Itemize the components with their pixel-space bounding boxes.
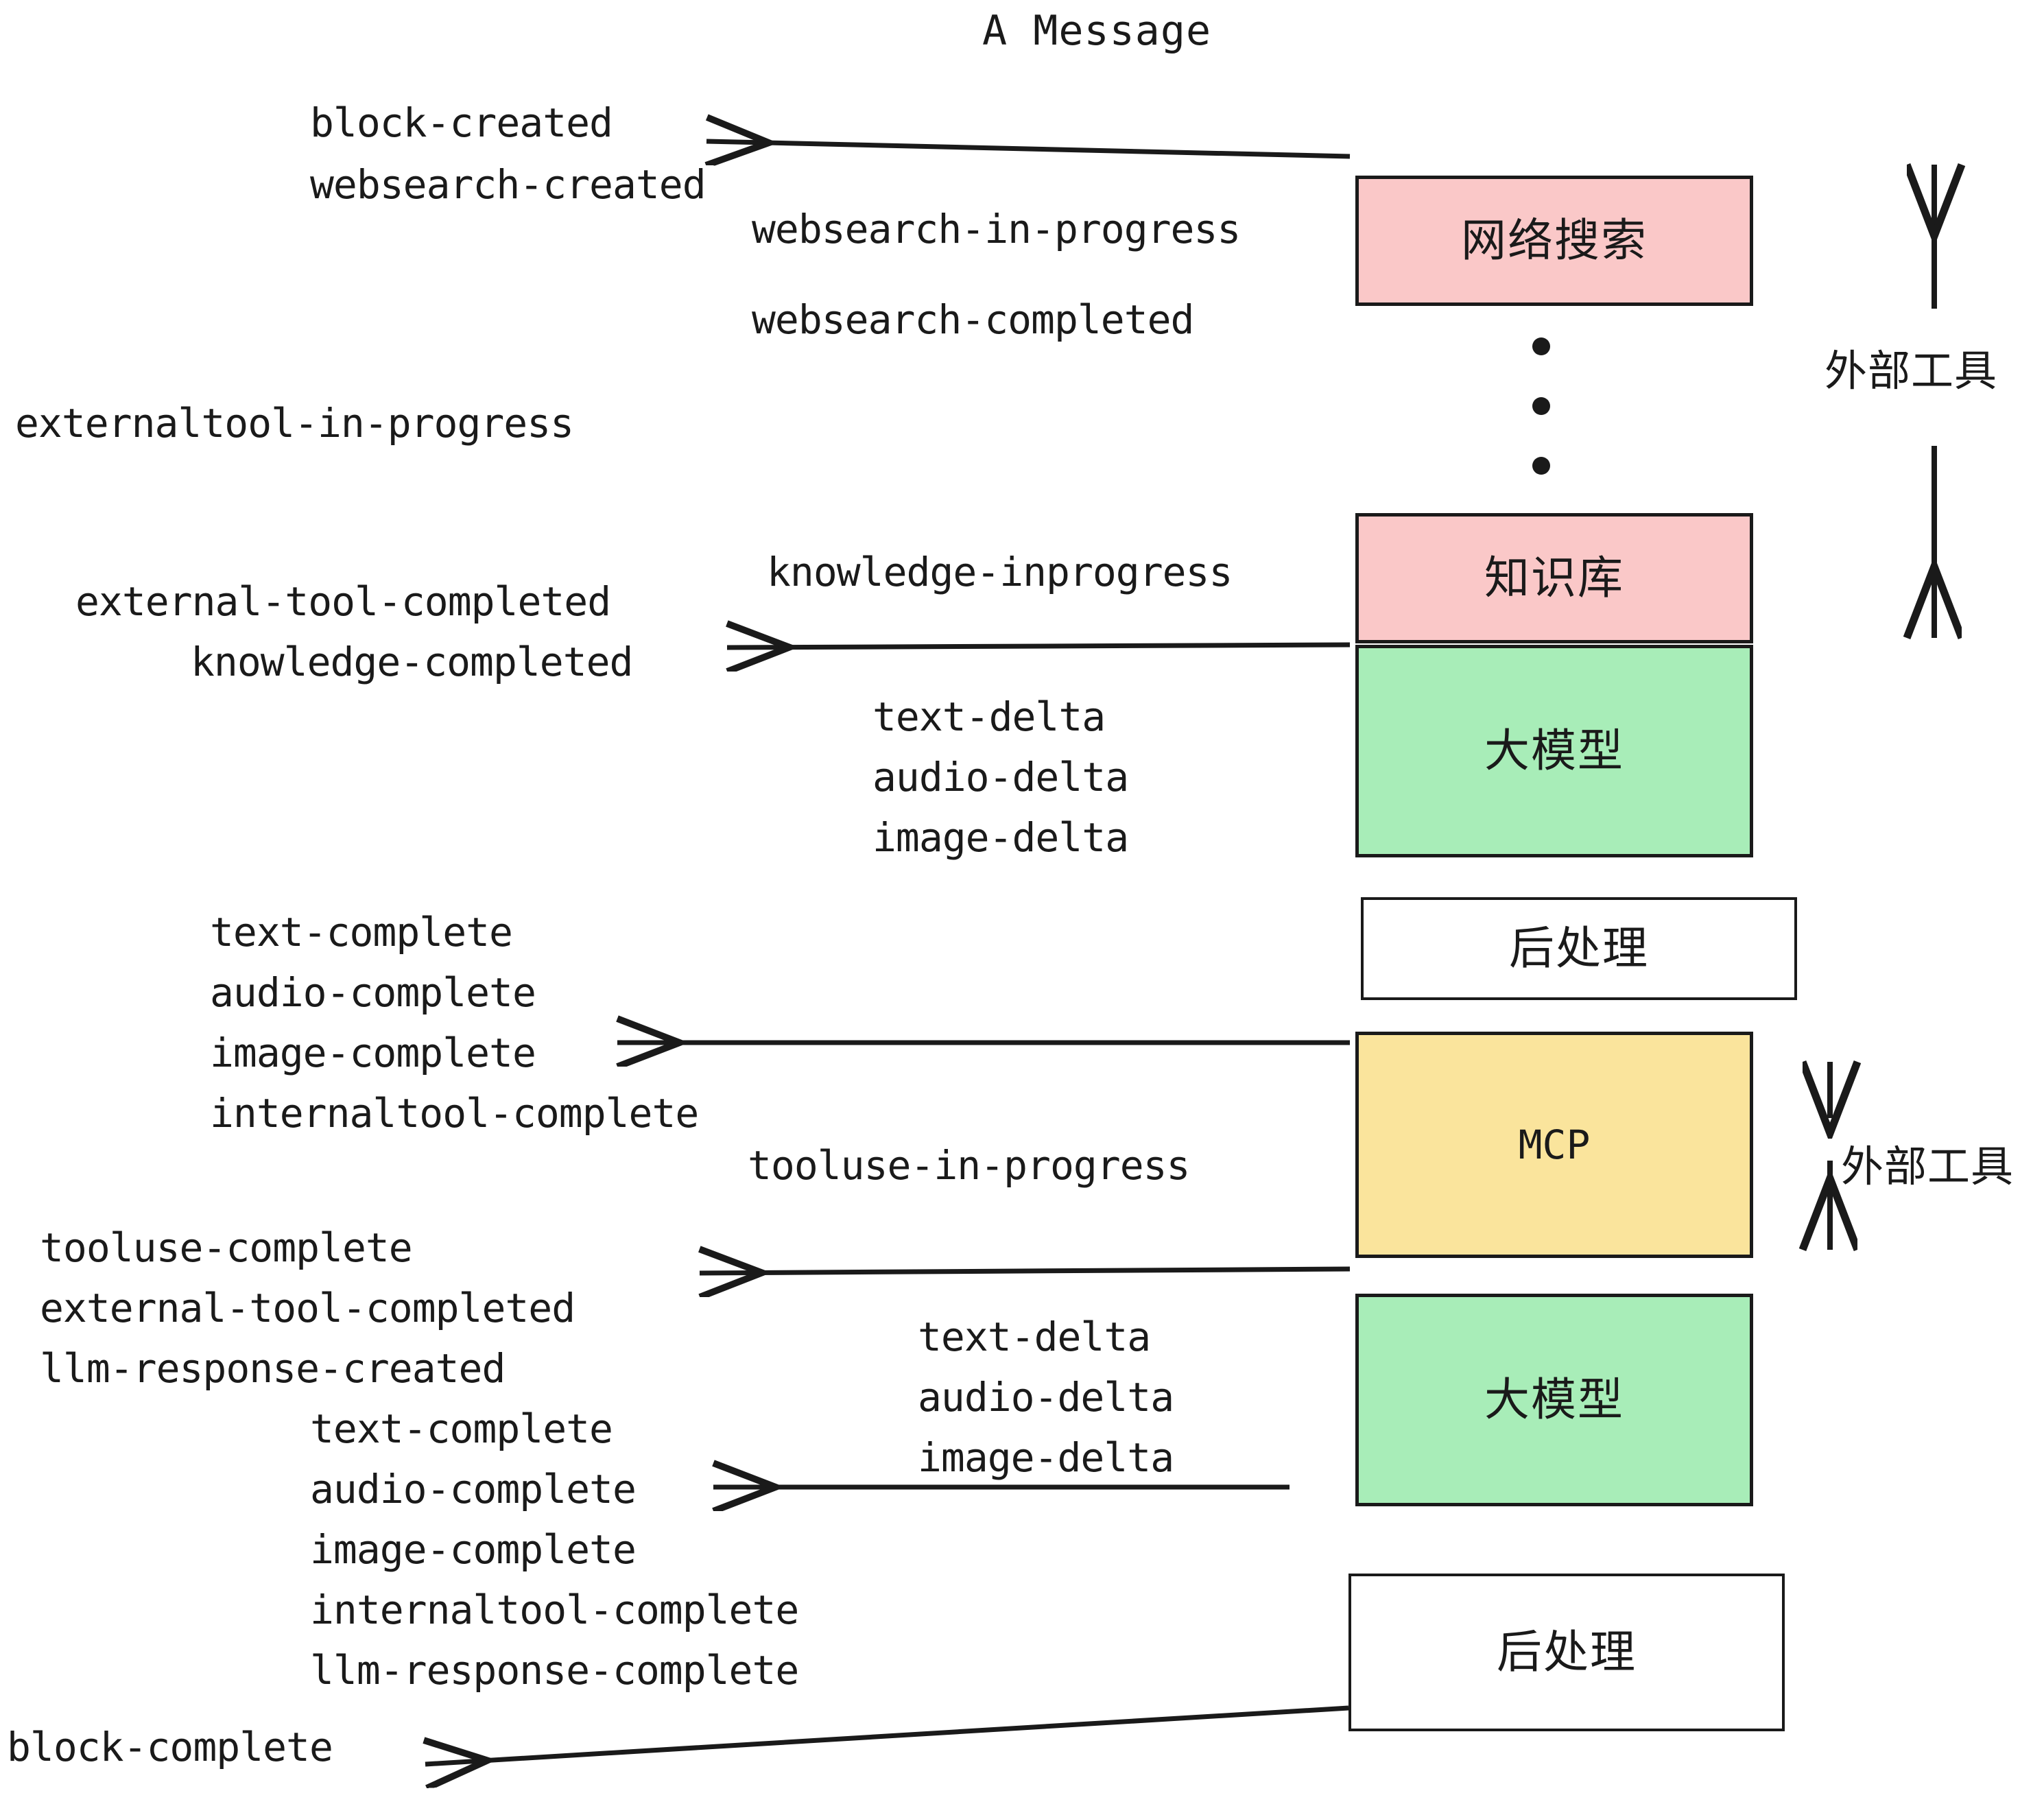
arrow-websearch-to-created: [706, 141, 1351, 156]
event-audio-delta-1: audio-delta: [872, 754, 1129, 800]
event-externaltool-in-progress: externaltool-in-progress: [15, 400, 574, 447]
event-text-delta-2: text-delta: [918, 1314, 1151, 1360]
event-internaltool-complete-1: internaltool-complete: [210, 1090, 699, 1137]
node-llm-2[interactable]: 大模型: [1355, 1294, 1753, 1506]
arrow-postprocess2-to-block-complete: [425, 1705, 1349, 1764]
ellipsis-dot-1: [1532, 337, 1550, 355]
event-audio-complete-1: audio-complete: [210, 969, 536, 1016]
event-image-delta-2: image-delta: [918, 1434, 1174, 1481]
node-mcp-label: MCP: [1518, 1121, 1591, 1168]
event-websearch-created: websearch-created: [310, 161, 706, 208]
event-knowledge-completed: knowledge-completed: [191, 639, 633, 685]
event-knowledge-inprogress: knowledge-inprogress: [767, 549, 1233, 595]
event-audio-complete-2: audio-complete: [310, 1466, 637, 1512]
ellipsis-dot-3: [1532, 457, 1550, 475]
node-postprocess-1-label: 后处理: [1509, 922, 1649, 975]
event-text-delta-1: text-delta: [872, 693, 1106, 740]
event-tooluse-complete: tooluse-complete: [40, 1224, 413, 1271]
event-tooluse-in-progress: tooluse-in-progress: [748, 1142, 1190, 1189]
event-image-complete-1: image-complete: [210, 1030, 536, 1076]
node-websearch[interactable]: 网络搜索: [1355, 176, 1753, 306]
ellipsis-dot-2: [1532, 397, 1550, 415]
event-llm-response-created: llm-response-created: [40, 1345, 506, 1392]
event-block-created: block-created: [310, 99, 613, 146]
vertical-ellipsis: [1531, 337, 1552, 475]
event-internaltool-complete-2: internaltool-complete: [310, 1587, 799, 1633]
node-websearch-label: 网络搜索: [1461, 214, 1648, 267]
event-block-complete: block-complete: [7, 1724, 333, 1770]
node-postprocess-2[interactable]: 后处理: [1348, 1574, 1785, 1731]
event-websearch-in-progress: websearch-in-progress: [752, 206, 1241, 252]
node-llm-1[interactable]: 大模型: [1355, 645, 1753, 857]
event-external-tool-completed-1: external-tool-completed: [75, 578, 611, 625]
page-title: A Message: [982, 7, 1212, 55]
node-llm-1-label: 大模型: [1484, 724, 1624, 777]
event-image-complete-2: image-complete: [310, 1526, 637, 1573]
node-knowledge[interactable]: 知识库: [1355, 513, 1753, 643]
event-text-complete-1: text-complete: [210, 909, 513, 956]
event-text-complete-2: text-complete: [310, 1405, 613, 1452]
node-postprocess-2-label: 后处理: [1497, 1626, 1637, 1678]
node-knowledge-label: 知识库: [1484, 551, 1624, 604]
event-llm-response-complete: llm-response-complete: [310, 1647, 799, 1694]
event-image-delta-1: image-delta: [872, 814, 1129, 861]
node-llm-2-label: 大模型: [1484, 1373, 1624, 1426]
side-label-external-tools-top: 外部工具: [1825, 346, 1998, 396]
node-postprocess-1[interactable]: 后处理: [1361, 897, 1797, 1000]
side-label-external-tools-bottom: 外部工具: [1841, 1141, 2015, 1191]
arrow-mcp-to-tooluse-complete: [700, 1269, 1351, 1273]
arrow-knowledge-to-completed: [727, 645, 1351, 648]
event-audio-delta-2: audio-delta: [918, 1374, 1174, 1421]
node-mcp[interactable]: MCP: [1355, 1032, 1753, 1258]
event-websearch-completed: websearch-completed: [752, 296, 1194, 343]
event-external-tool-completed-2: external-tool-completed: [40, 1285, 575, 1331]
